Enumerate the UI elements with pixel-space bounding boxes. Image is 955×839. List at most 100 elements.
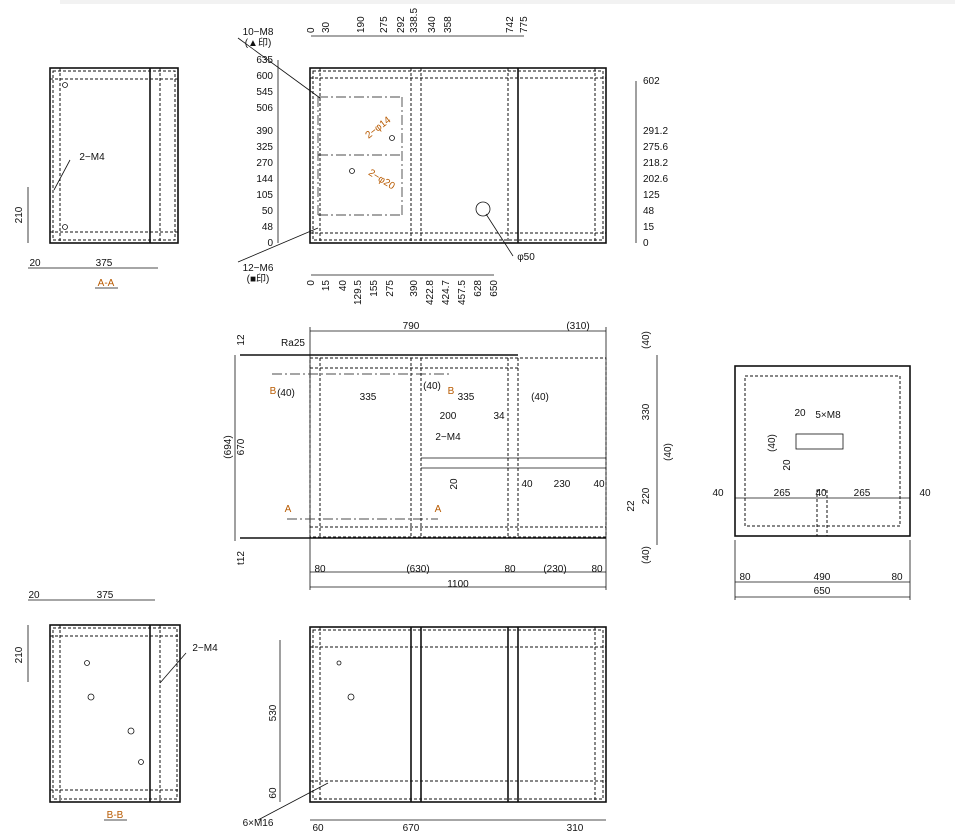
dimension-label: 2−M4	[79, 152, 105, 163]
top-dimension-label: 275	[379, 16, 390, 33]
dimension-label: 530	[268, 704, 279, 721]
dimension-label: 335	[458, 392, 475, 403]
dimension-label: 210	[14, 206, 25, 223]
dimension-label: B	[270, 386, 277, 397]
dimension-label: 20	[449, 478, 460, 490]
dimension-label: 40	[593, 479, 605, 490]
left-dimension-label: 600	[256, 71, 273, 82]
dimension-label: 20	[29, 258, 41, 269]
bottom-dimension-label: 650	[489, 280, 500, 297]
dimension-label: (230)	[543, 564, 566, 575]
bottom-dimension-label: 424.7	[441, 280, 452, 305]
dimension-label: (694)	[223, 435, 234, 458]
bottom-dimension-label: 457.5	[457, 280, 468, 305]
right-dimension-label: 48	[643, 206, 655, 217]
bottom-dimension-label: 275	[385, 280, 396, 297]
dimension-label: 670	[236, 438, 247, 455]
dimension-label: 80	[739, 572, 751, 583]
left-dimension-label: 48	[262, 222, 274, 233]
section-title: A-A	[98, 278, 115, 289]
dimension-label: 220	[641, 487, 652, 504]
top-dimension-label: 338.5	[409, 8, 420, 33]
dimension-label: t12	[236, 551, 247, 565]
top-dimension-label: 190	[356, 16, 367, 33]
bottom-dimension-label: 40	[338, 280, 349, 292]
phi50-hole	[475, 201, 491, 217]
bottom-dimension-label: 422.8	[425, 280, 436, 305]
left-dimension-label: 325	[256, 142, 273, 153]
dimension-label: 265	[774, 488, 791, 499]
left-dimension-label: 635	[256, 55, 273, 66]
dimension-label: (40)	[767, 434, 778, 452]
dimension-label: A	[435, 504, 442, 515]
dimension-label: (40)	[423, 381, 441, 392]
bottom-dimension-label: 390	[409, 280, 420, 297]
bottom-dimension-label: 129.5	[353, 280, 364, 305]
left-dimension-label: 545	[256, 87, 273, 98]
dimension-label: 22	[626, 500, 637, 512]
m6-mark: (■印)	[247, 273, 270, 285]
dimension-label: 335	[360, 392, 377, 403]
bottom-dimension-label: 155	[369, 280, 380, 297]
top-dimension-label: 358	[443, 16, 454, 33]
top-dimension-label: 340	[427, 16, 438, 33]
phi20-callout: 2−φ20	[366, 168, 397, 193]
dimension-label: 6×M16	[243, 818, 274, 829]
right-dimension-label: 602	[643, 76, 660, 87]
top-view-outline	[309, 67, 607, 244]
left-dimension-label: 506	[256, 103, 273, 114]
dimension-label: (40)	[531, 392, 549, 403]
right-dimension-label: 15	[643, 222, 655, 233]
left-dimension-label: 0	[267, 238, 273, 249]
left-dimension-label: 50	[262, 206, 274, 217]
dimension-label: (40)	[641, 331, 652, 349]
dimension-label: A	[285, 504, 292, 515]
m8-callout: 10−M8	[243, 27, 274, 38]
right-dimension-label: 275.6	[643, 142, 668, 153]
dimension-label: 12	[236, 334, 247, 346]
dimension-label: 20	[28, 590, 40, 601]
dimension-label: 20	[794, 408, 806, 419]
dimension-label: 375	[96, 258, 113, 269]
phi50-callout: φ50	[517, 252, 535, 263]
right-dimension-label: 202.6	[643, 174, 668, 185]
dimension-label: 80	[314, 564, 326, 575]
dimension-label: 200	[440, 411, 457, 422]
dimension-label: 670	[403, 823, 420, 834]
dimension-label: (40)	[277, 388, 295, 399]
section-title: B-B	[107, 810, 124, 821]
dimension-label: 20	[782, 459, 793, 471]
right-dimension-label: 125	[643, 190, 660, 201]
dimension-label: 1100	[447, 579, 469, 590]
top-dimension-label: 0	[306, 27, 317, 33]
dimension-label: 230	[554, 479, 571, 490]
dimension-label: 265	[854, 488, 871, 499]
right-dimension-label: 291.2	[643, 126, 668, 137]
top-dimension-label: 742	[505, 16, 516, 33]
dimension-label: 5×M8	[815, 410, 841, 421]
dimension-label: (40)	[663, 443, 674, 461]
dimension-label: 790	[403, 321, 420, 332]
dimension-label: (310)	[566, 321, 589, 332]
m8-mark: (▲印)	[245, 37, 272, 49]
dimension-label: 2−M4	[192, 643, 218, 654]
bottom-dimension-label: 628	[473, 280, 484, 297]
dimension-label: 40	[521, 479, 533, 490]
dimension-label: 2−M4	[435, 432, 461, 443]
top-scrollbar-strip	[60, 0, 955, 4]
top-dimension-label: 30	[321, 21, 332, 33]
dimension-label: 80	[891, 572, 903, 583]
top-dimension-label: 292	[396, 16, 407, 33]
dimension-label: 60	[312, 823, 324, 834]
left-dimension-label: 105	[256, 190, 273, 201]
dimension-label: B	[448, 386, 455, 397]
dimension-label: 490	[814, 572, 831, 583]
dimension-label: 34	[493, 411, 505, 422]
